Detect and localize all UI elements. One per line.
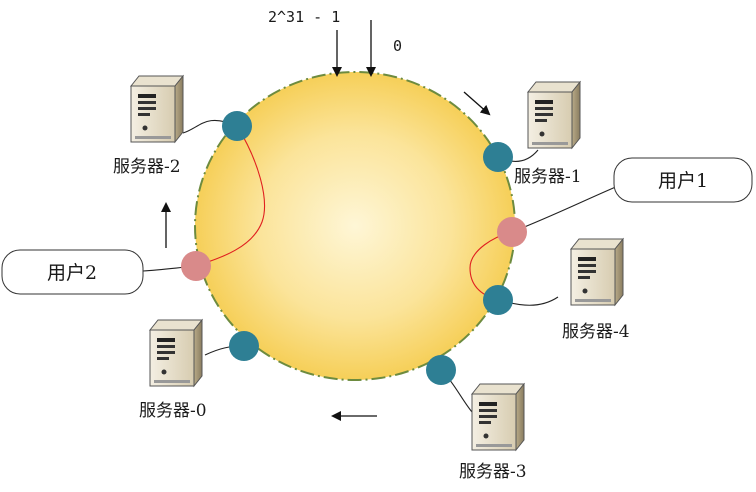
- user2-box: [1, 249, 144, 295]
- user2-route-line: [195, 125, 265, 267]
- zero-value-label: 0: [393, 37, 402, 55]
- max-value-label: 2^31 - 1: [268, 8, 340, 26]
- user1-node: [497, 217, 527, 247]
- server-tower-icon: [471, 383, 525, 451]
- server-1-node: [483, 142, 513, 172]
- server-tower-icon: [130, 75, 184, 143]
- server-2-node: [222, 111, 252, 141]
- user1-box: [613, 157, 753, 203]
- server-tower-icon: [527, 81, 581, 149]
- server-tower-icon: [570, 238, 624, 306]
- server-3-node: [426, 355, 456, 385]
- user1-label: 用户1: [658, 170, 708, 192]
- server-2-label: 服务器-2: [113, 157, 181, 177]
- server-1-label: 服务器-1: [514, 167, 582, 187]
- user1-route-line: [469, 231, 513, 301]
- direction-arrow-icon: [463, 91, 491, 116]
- server-4-label: 服务器-4: [562, 322, 630, 342]
- user2-node: [181, 251, 211, 281]
- user2-label: 用户2: [47, 262, 97, 284]
- server-tower-icon: [149, 319, 203, 387]
- server-0-node: [229, 331, 259, 361]
- server-4-node: [483, 285, 513, 315]
- server-0-label: 服务器-0: [139, 401, 207, 421]
- server-3-label: 服务器-3: [459, 462, 527, 482]
